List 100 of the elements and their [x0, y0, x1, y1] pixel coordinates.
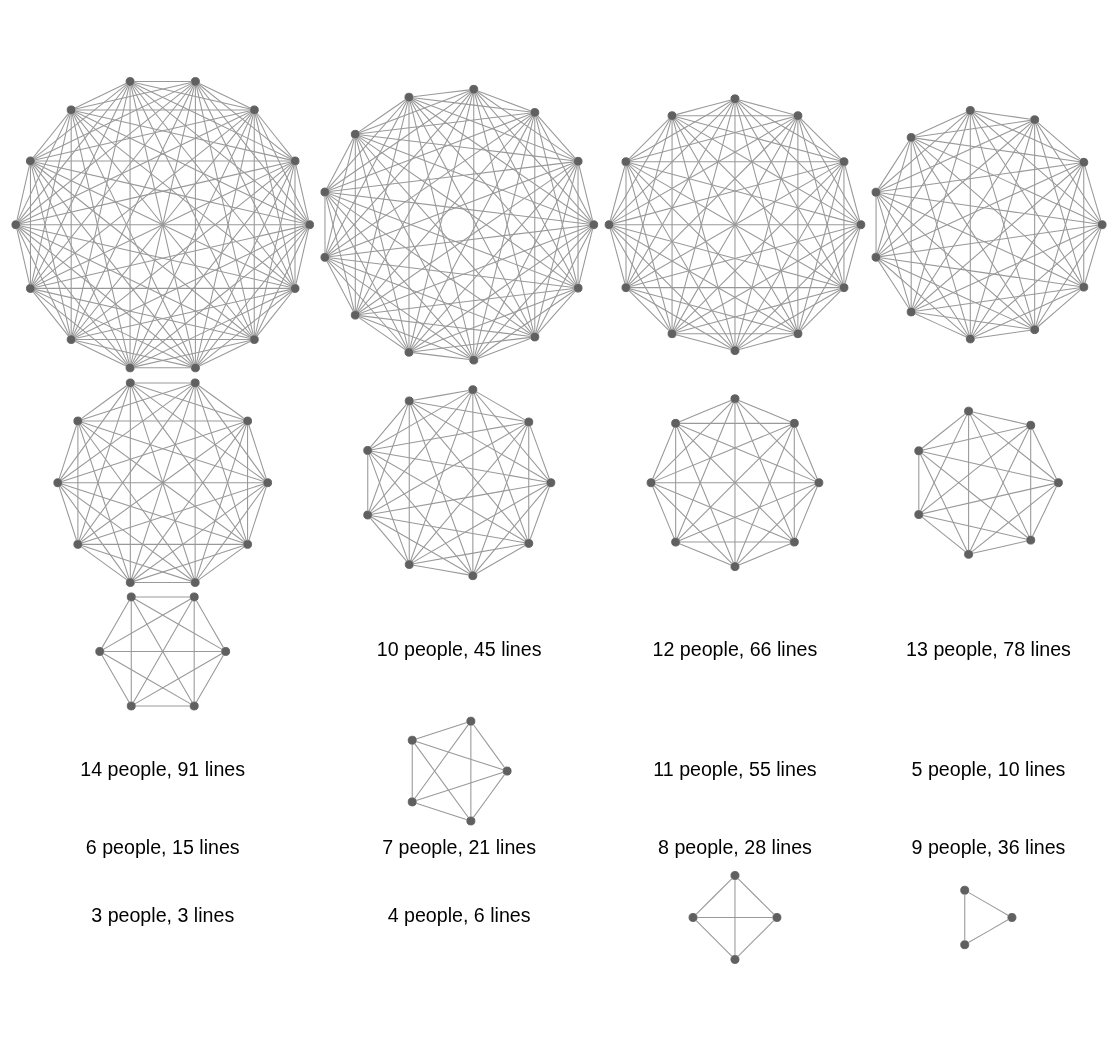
node-circle: [125, 577, 135, 587]
connector: [132, 423, 246, 580]
connector: [736, 101, 843, 285]
connector: [58, 485, 78, 541]
connector: [913, 163, 1082, 310]
node-circle: [960, 939, 970, 949]
connector: [799, 118, 860, 222]
connector: [131, 84, 253, 336]
connector: [843, 164, 845, 284]
connector: [355, 137, 409, 349]
connector: [878, 259, 968, 337]
connector: [31, 163, 129, 364]
connector: [734, 101, 736, 347]
node-circle: [404, 92, 414, 102]
connector: [74, 339, 192, 367]
node-circle: [573, 283, 583, 293]
connector: [133, 544, 245, 582]
connector: [536, 290, 576, 334]
node-circle: [1030, 114, 1040, 124]
connector: [16, 163, 31, 221]
node-circle: [621, 156, 631, 166]
node-circle: [221, 646, 231, 656]
connector: [626, 164, 672, 330]
connector: [736, 426, 794, 563]
connector: [328, 192, 575, 287]
connector: [134, 581, 192, 583]
connector: [358, 162, 576, 313]
connector: [195, 654, 225, 703]
connector: [969, 413, 1030, 537]
connector: [328, 160, 575, 192]
node-circle: [839, 282, 849, 292]
connector: [629, 286, 841, 288]
connector: [921, 412, 966, 449]
connector: [473, 392, 528, 540]
connector: [408, 404, 410, 561]
connector: [921, 516, 966, 552]
connector: [1035, 165, 1084, 326]
connector: [367, 453, 369, 511]
connector: [475, 91, 592, 222]
node-circle: [965, 105, 975, 115]
connector: [80, 422, 245, 542]
connector: [973, 287, 1081, 338]
connector: [31, 84, 129, 285]
connector: [679, 423, 816, 482]
connector: [58, 424, 78, 479]
connector: [922, 425, 1028, 450]
node-circle: [190, 577, 200, 587]
connector: [358, 135, 576, 286]
node-circle: [906, 306, 916, 316]
connector: [134, 595, 191, 597]
node-circle: [125, 76, 135, 86]
connector: [738, 333, 795, 350]
node-circle: [73, 416, 83, 426]
connector: [738, 288, 841, 349]
connector: [654, 483, 791, 541]
node-circle: [125, 378, 135, 387]
connector: [247, 424, 249, 541]
connector: [370, 515, 470, 574]
connector: [1083, 165, 1085, 283]
connector: [371, 482, 548, 515]
connector: [1035, 122, 1084, 283]
node-circle: [1053, 477, 1063, 487]
connector: [922, 514, 1028, 540]
node-circle: [243, 539, 253, 549]
connector: [612, 116, 795, 223]
connector: [878, 112, 968, 190]
connector: [74, 109, 292, 161]
connector: [844, 164, 861, 221]
connector: [327, 99, 407, 189]
connector: [474, 391, 549, 480]
node-circle: [730, 393, 740, 403]
node-circle: [730, 954, 740, 964]
connector: [737, 100, 859, 222]
connector: [133, 81, 251, 110]
connector: [133, 289, 292, 367]
node-circle: [789, 418, 799, 428]
connector: [197, 226, 308, 365]
connector: [248, 485, 267, 541]
connector: [256, 290, 293, 337]
connector: [193, 600, 195, 702]
node-circle: [404, 396, 414, 405]
connector: [610, 118, 671, 222]
connector: [295, 227, 310, 285]
connector: [653, 400, 733, 480]
connector: [577, 164, 579, 284]
connector: [913, 140, 1033, 327]
connector: [1030, 428, 1032, 537]
connector: [914, 286, 1081, 312]
connector: [609, 227, 626, 284]
connector: [328, 256, 575, 288]
connector: [738, 98, 795, 115]
connector: [696, 916, 774, 918]
connector: [79, 423, 194, 580]
connector: [971, 412, 1056, 481]
connector: [103, 650, 222, 652]
connector: [79, 385, 194, 541]
label: 3 people, 3 lines: [91, 903, 235, 926]
node-circle: [249, 104, 259, 114]
connector: [78, 385, 130, 541]
label: 7 people, 21 lines: [382, 835, 537, 858]
